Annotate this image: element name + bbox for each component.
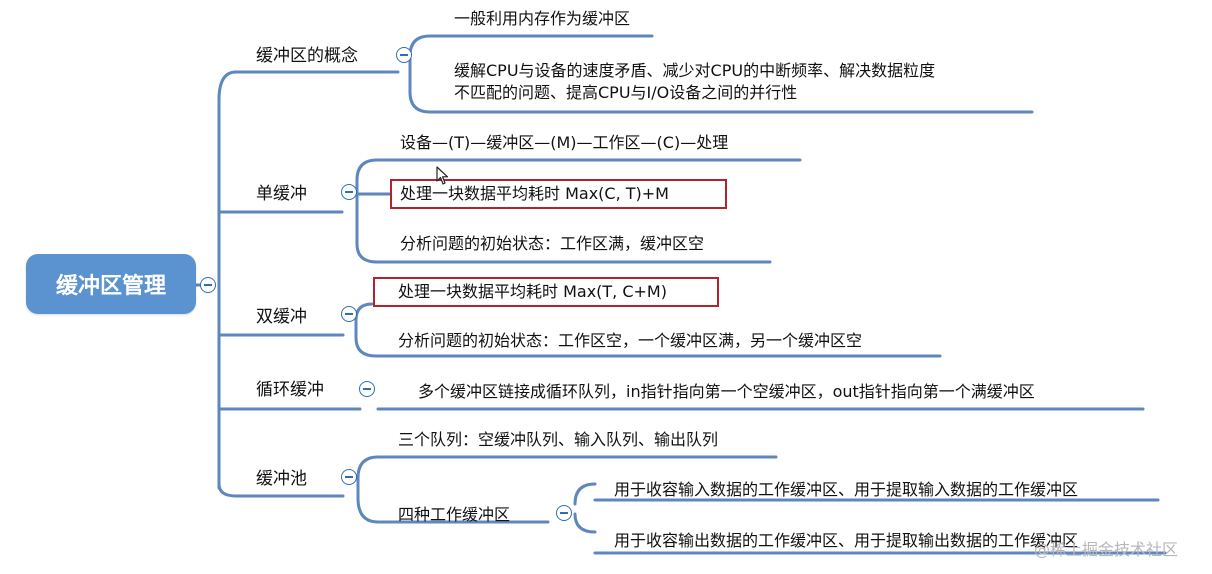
circular-child-1[interactable]: 多个缓冲区链接成循环队列，in指针指向第一个空缓冲区，out指针指向第一个满缓冲… [418,382,1035,401]
highlight-box-single [390,179,727,209]
collapse-minus-icon[interactable] [341,184,357,200]
single-child-1[interactable]: 设备—(T)—缓冲区—(M)—工作区—(C)—处理 [400,133,729,152]
double-child-2[interactable]: 分析问题的初始状态：工作区空，一个缓冲区满，另一个缓冲区空 [398,331,863,350]
pool-child-1[interactable]: 三个队列：空缓冲队列、输入队列、输出队列 [398,430,719,449]
root-node[interactable]: 缓冲区管理 [26,254,196,314]
concept-child-2-line-2[interactable]: 不匹配的问题、提高CPU与I/O设备之间的并行性 [454,83,798,102]
collapse-minus-icon[interactable] [341,469,357,485]
collapse-minus-icon[interactable] [396,47,412,63]
pool-child-2[interactable]: 四种工作缓冲区 [398,505,511,524]
single-bracket [355,158,379,264]
branch-concept-label[interactable]: 缓冲区的概念 [256,46,358,66]
concept-child-1[interactable]: 一般利用内存作为缓冲区 [454,9,631,28]
pool-sub-bracket [573,482,597,534]
mouse-pointer-icon [436,166,449,185]
highlight-box-double [373,277,719,307]
trunk-curve-bottom [217,482,238,498]
branch-double-label[interactable]: 双缓冲 [256,307,307,327]
branch-single-label[interactable]: 单缓冲 [256,184,307,204]
concept-child-2-line-1[interactable]: 缓解CPU与设备的速度矛盾、减少对CPU的中断频率、解决数据粒度 [454,61,936,80]
trunk-curve-top [217,70,238,102]
single-child-3[interactable]: 分析问题的初始状态：工作区满，缓冲区空 [400,234,705,253]
pool-sub-child-2[interactable]: 用于收容输出数据的工作缓冲区、用于提取输出数据的工作缓冲区 [614,531,1079,550]
concept-bracket [408,34,432,114]
collapse-minus-icon[interactable] [359,381,375,397]
collapse-minus-icon[interactable] [556,505,572,521]
pool-bracket [356,455,380,524]
branch-circular-label[interactable]: 循环缓冲 [256,380,324,400]
collapse-minus-icon[interactable] [341,306,357,322]
single-child-2[interactable]: 处理一块数据平均耗时 Max(C, T)+M [400,184,669,203]
branch-pool-label[interactable]: 缓冲池 [256,469,307,489]
pool-sub-child-1[interactable]: 用于收容输入数据的工作缓冲区、用于提取输入数据的工作缓冲区 [614,480,1079,499]
watermark: @稀土掘金技术社区 [1034,540,1179,559]
double-bracket [354,302,378,358]
root-label: 缓冲区管理 [55,274,166,299]
collapse-minus-icon[interactable] [200,277,216,293]
double-child-1[interactable]: 处理一块数据平均耗时 Max(T, C+M) [398,282,667,301]
